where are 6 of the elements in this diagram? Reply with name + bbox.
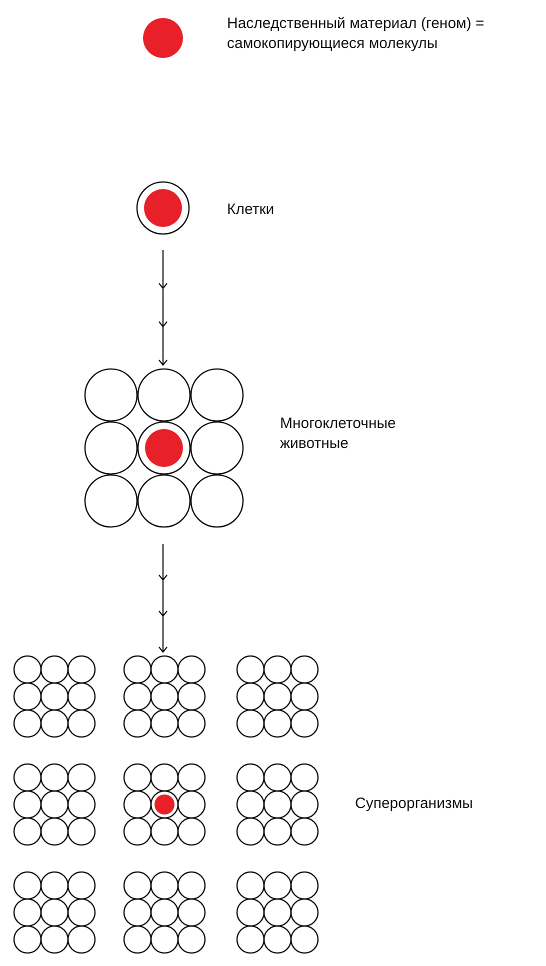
- arrow: [158, 249, 168, 366]
- node-label: Наследственный материал (геном) = самокопирующиеся молекулы: [227, 14, 486, 54]
- node-label: Многоклеточные животные: [280, 414, 397, 454]
- arrow: [158, 543, 168, 653]
- node-label: Суперорганизмы: [355, 794, 474, 814]
- node-label: Клетки: [227, 200, 276, 220]
